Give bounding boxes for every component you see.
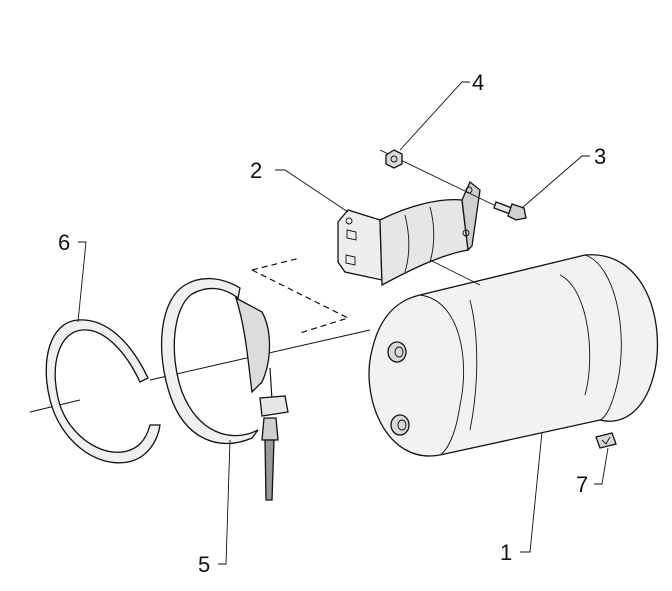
callout-5: 5	[198, 552, 210, 577]
callout-3: 3	[594, 144, 606, 169]
part-3-bolt	[493, 201, 527, 221]
callout-labels: 1 2 3 4 5 6 7	[58, 70, 606, 577]
callout-4: 4	[472, 70, 484, 95]
callout-leaders	[77, 81, 609, 565]
callout-6: 6	[58, 230, 70, 255]
part-5-clamp-band	[161, 277, 289, 501]
part-7-drain-plug	[595, 432, 617, 449]
part-2-mounting-bracket	[337, 180, 481, 287]
callout-1: 1	[500, 540, 512, 565]
part-6-clamp-ring	[45, 319, 161, 464]
tank-fitting-upper	[387, 341, 407, 363]
callout-7: 7	[576, 472, 588, 497]
callout-2: 2	[250, 158, 262, 183]
part-4-nut	[385, 149, 403, 169]
part-1-air-tank	[368, 254, 659, 457]
tank-fitting-lower	[390, 414, 410, 436]
